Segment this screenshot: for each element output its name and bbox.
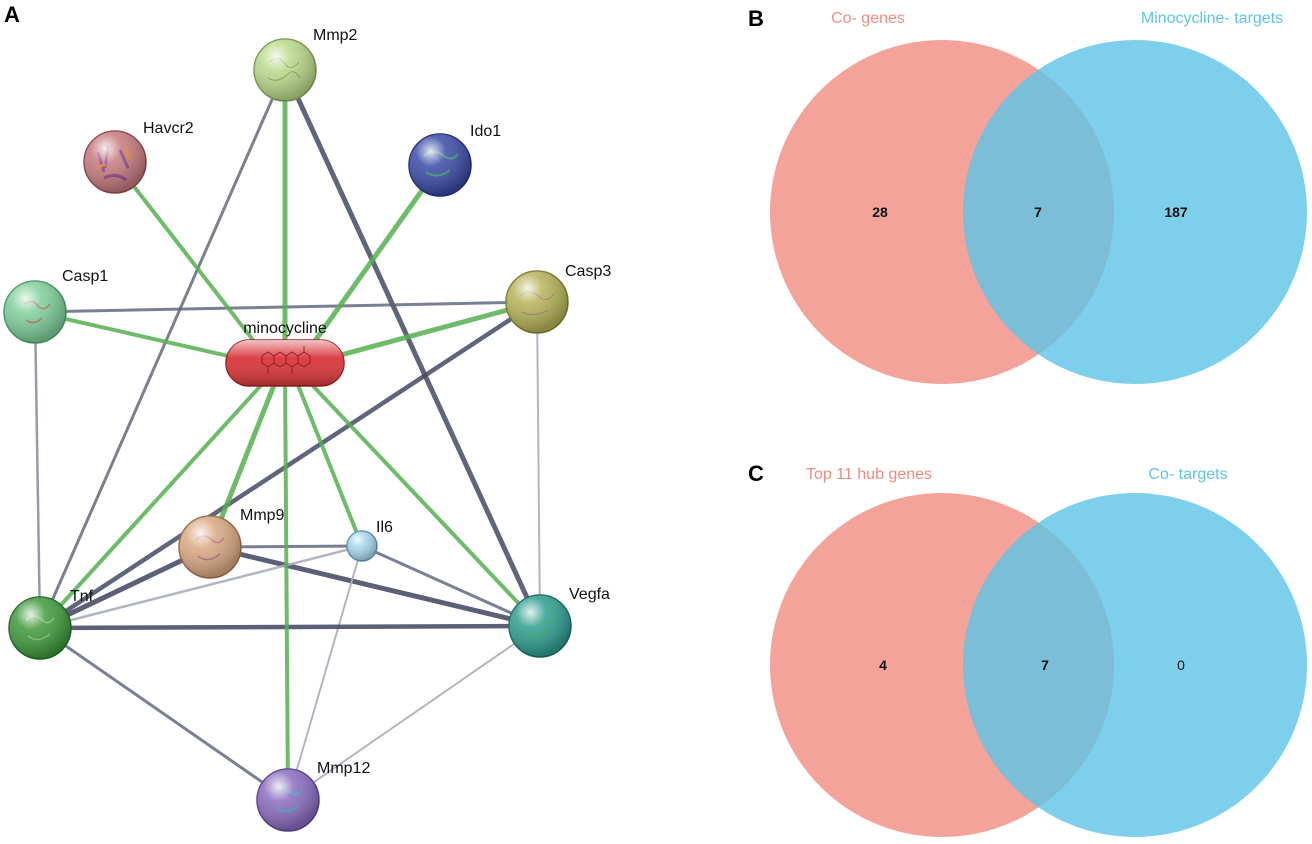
edge-minocycline-mmp12 — [283, 368, 290, 802]
mmp2-label: Mmp2 — [313, 27, 358, 44]
edge-casp1-tnf — [33, 310, 42, 630]
edge-mmp2-tnf — [38, 68, 287, 630]
venn-c-overlap-count: 7 — [1041, 657, 1049, 673]
panel-letter-b: B — [748, 6, 764, 31]
network-panel: A — [3, 2, 611, 832]
mmp12-label: Mmp12 — [317, 760, 370, 777]
edge-minocycline-casp1 — [33, 310, 257, 364]
mmp9-label: Mmp9 — [240, 507, 285, 524]
edge-casp3-tnf — [37, 299, 540, 631]
venn-b-panel: B Co- genes Minocycline- targets 28 7 18… — [748, 6, 1307, 384]
venn-b-right-count: 187 — [1164, 204, 1188, 220]
venn-b-right-title: Minocycline- targets — [1141, 10, 1283, 27]
venn-b-left-count: 28 — [872, 204, 888, 220]
panel-letter-c: C — [748, 461, 764, 486]
venn-c-right-circle — [963, 493, 1307, 837]
vegfa-label: Vegfa — [569, 586, 610, 603]
venn-c-right-count: 0 — [1177, 657, 1185, 673]
venn-c-right-title: Co- targets — [1148, 466, 1227, 483]
panel-letter-a: A — [4, 2, 20, 27]
node-tnf[interactable]: Tnf — [8, 588, 94, 660]
protein-edges — [33, 67, 543, 802]
minocycline-node[interactable]: minocycline — [225, 320, 345, 387]
casp3-label: Casp3 — [565, 263, 611, 280]
chemical-edges — [33, 67, 542, 802]
venn-c-left-count: 4 — [879, 657, 887, 673]
node-mmp12[interactable]: Mmp12 — [256, 760, 370, 832]
venn-c-left-title: Top 11 hub genes — [806, 466, 932, 483]
edge-minocycline-havcr2 — [113, 160, 272, 364]
edge-minocycline-ido1 — [297, 162, 443, 365]
edge-tnf-mmp12 — [38, 626, 290, 802]
edge-mmp9-vegfa — [207, 544, 543, 629]
node-casp1[interactable]: Casp1 — [3, 268, 108, 344]
venn-b-overlap-count: 7 — [1034, 204, 1042, 220]
node-vegfa[interactable]: Vegfa — [508, 586, 610, 658]
edge-vegfa-mmp12 — [287, 625, 541, 801]
node-mmp9[interactable]: Mmp9 — [178, 507, 285, 579]
edge-il6-mmp12 — [287, 545, 363, 801]
edge-minocycline-casp3 — [312, 299, 540, 365]
molecule-structure-icon — [261, 346, 311, 374]
havcr2-label: Havcr2 — [143, 120, 194, 137]
edge-minocycline-il6 — [290, 368, 364, 548]
casp1-label: Casp1 — [62, 268, 108, 285]
edge-minocycline-vegfa — [296, 368, 542, 628]
node-casp3[interactable]: Casp3 — [505, 263, 611, 334]
edge-tnf-vegfa — [37, 623, 543, 631]
ido1-label: Ido1 — [470, 123, 501, 140]
edge-casp3-vegfa — [536, 301, 541, 627]
venn-b-left-title: Co- genes — [831, 10, 905, 27]
node-il6[interactable]: Il6 — [346, 519, 393, 562]
minocycline-label: minocycline — [243, 320, 327, 337]
venn-c-panel: C Top 11 hub genes Co- targets 4 7 0 — [748, 461, 1307, 837]
tnf-label: Tnf — [70, 588, 94, 605]
venn-b-right-circle — [963, 40, 1307, 384]
edge-minocycline-tnf — [38, 368, 277, 630]
node-mmp2[interactable]: Mmp2 — [253, 27, 358, 102]
node-ido1[interactable]: Ido1 — [408, 123, 501, 197]
edge-il6-tnf — [38, 544, 364, 630]
node-havcr2[interactable]: Havcr2 — [83, 120, 194, 194]
il6-label: Il6 — [376, 519, 393, 536]
edge-il6-vegfa — [360, 544, 542, 628]
edge-mmp2-vegfa — [282, 67, 543, 629]
